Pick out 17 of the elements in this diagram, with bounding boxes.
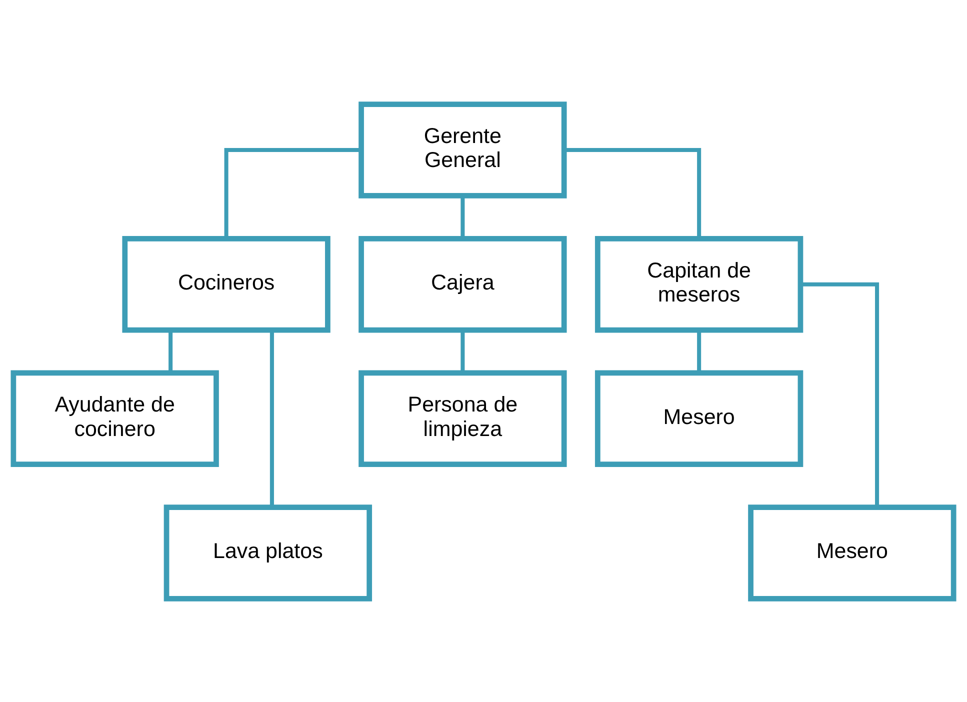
- node-box: Lava platos: [164, 504, 372, 601]
- connector: [168, 330, 173, 372]
- node-box: Ayudante de cocinero: [10, 370, 219, 466]
- connector: [697, 330, 702, 372]
- node-box: Cocineros: [122, 236, 330, 332]
- connector: [800, 282, 880, 506]
- connector: [564, 148, 702, 238]
- node-box: Mesero: [748, 504, 956, 601]
- node-box: Gerente General: [358, 101, 567, 198]
- node-box: Mesero: [594, 370, 804, 466]
- node-box: Capitan de meseros: [594, 236, 804, 332]
- connector: [224, 148, 362, 238]
- connector: [460, 330, 465, 372]
- node-box: Cajera: [358, 236, 567, 332]
- connector: [460, 195, 465, 238]
- node-box: Persona de limpieza: [358, 370, 567, 466]
- connector: [270, 330, 274, 506]
